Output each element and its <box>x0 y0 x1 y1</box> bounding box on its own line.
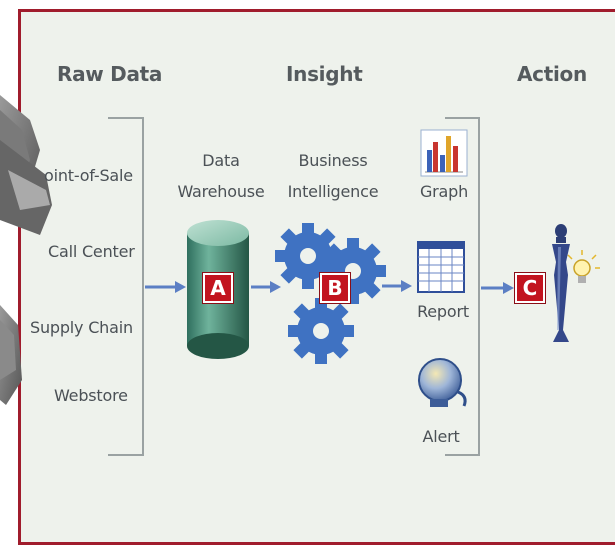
output-alert-label: Alert <box>422 427 460 446</box>
arrow-bi-to-outputs <box>382 280 412 292</box>
lightbulb-icon <box>567 250 600 283</box>
source-call-center: Call Center <box>48 242 135 261</box>
business-intelligence-line2: Intelligence <box>287 182 379 201</box>
data-warehouse-line1: Data <box>202 151 240 170</box>
business-intelligence-line1: Business <box>298 151 368 170</box>
source-supply-chain: Supply Chain <box>30 318 133 337</box>
arrow-warehouse-to-bi <box>251 281 281 293</box>
output-graph-label: Graph <box>419 182 469 201</box>
badge-c: C <box>515 273 545 303</box>
bar-graph-icon <box>420 129 468 177</box>
alert-bell-icon <box>418 358 467 407</box>
heading-action: Action <box>517 62 587 86</box>
source-webstore: Webstore <box>54 386 128 405</box>
left-bracket <box>108 117 144 456</box>
heading-insight: Insight <box>286 62 363 86</box>
chess-piece-icon <box>552 224 570 342</box>
badge-a: A <box>203 273 233 303</box>
heading-raw-data: Raw Data <box>57 62 163 86</box>
source-point-of-sale: oint-of-Sale <box>44 166 133 185</box>
gray-blocks-decoration <box>0 95 52 405</box>
data-warehouse-line2: Warehouse <box>177 182 265 201</box>
business-intelligence-label: Business Intelligence <box>288 145 379 207</box>
database-cylinder-icon <box>187 220 249 359</box>
arrow-sources-to-warehouse <box>145 281 186 293</box>
data-warehouse-label: Data Warehouse <box>177 145 264 207</box>
output-report-label: Report <box>417 302 469 321</box>
report-table-icon <box>417 241 465 293</box>
arrow-outputs-to-action <box>481 282 514 294</box>
right-bracket <box>445 117 480 456</box>
badge-b: B <box>320 273 350 303</box>
